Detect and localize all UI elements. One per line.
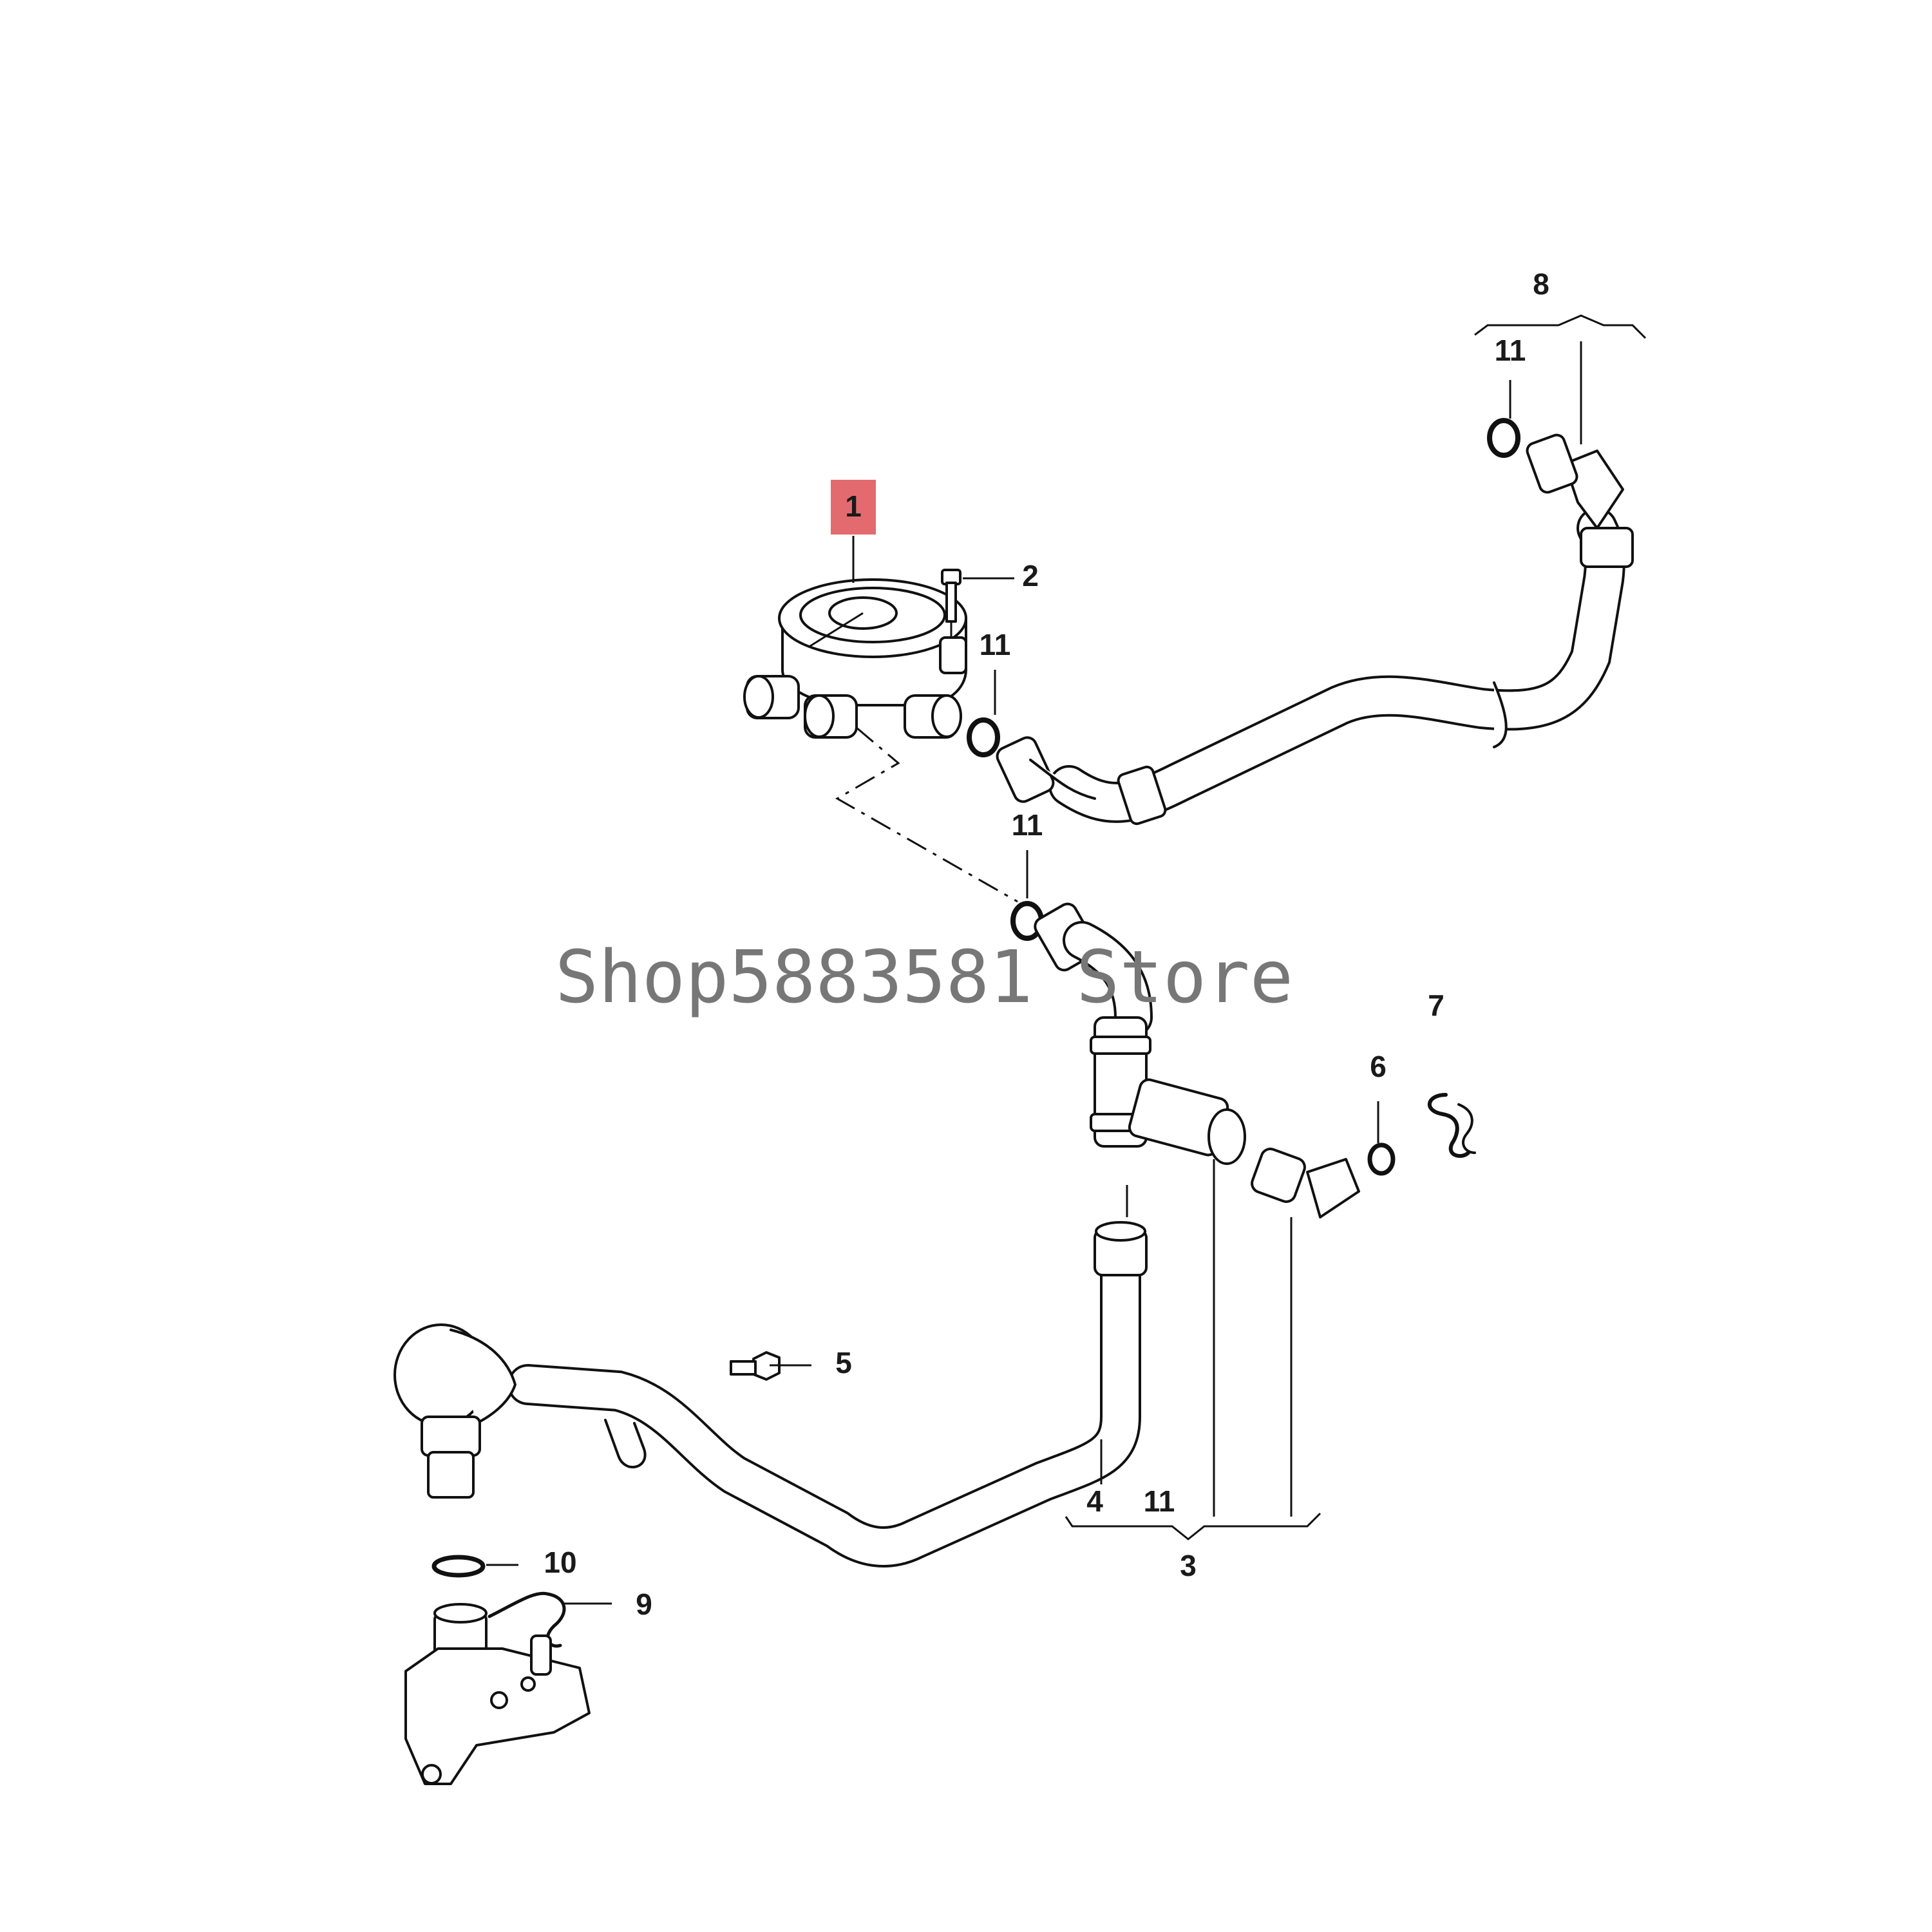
callout-10: 10 xyxy=(544,1546,576,1579)
callout-11-upper: 11 xyxy=(1495,334,1526,367)
upper-hose-connector xyxy=(996,736,1096,803)
callout-7: 7 xyxy=(1428,989,1444,1022)
callout-8: 8 xyxy=(1533,267,1549,301)
callout-6: 6 xyxy=(1370,1050,1387,1083)
o-ring-icon xyxy=(431,1555,486,1578)
clip-icon xyxy=(1428,1093,1470,1158)
o-ring-icon xyxy=(1487,418,1520,458)
callout-11-separator: 11 xyxy=(980,628,1011,661)
assembly-line xyxy=(835,726,1018,903)
thermostat-housing xyxy=(404,1603,591,1785)
oil-separator xyxy=(743,578,967,739)
callout-4: 4 xyxy=(1086,1484,1103,1518)
callout-1-highlight xyxy=(831,480,876,535)
upper-hose xyxy=(1048,433,1634,826)
clip-icon xyxy=(488,1591,566,1648)
callout-11-middle: 11 xyxy=(1012,808,1043,842)
bolt-icon xyxy=(730,1351,781,1381)
callout-5: 5 xyxy=(835,1346,852,1379)
leader-lines xyxy=(486,314,1647,1605)
callout-1: 1 xyxy=(845,489,862,523)
lower-hose xyxy=(393,1221,1148,1567)
callout-9: 9 xyxy=(636,1587,652,1621)
o-ring-icon xyxy=(967,717,1000,757)
watermark-text: Shop5883581 Store xyxy=(555,936,1293,1019)
callout-3: 3 xyxy=(1180,1549,1197,1582)
clip-icon xyxy=(1457,1103,1476,1154)
callout-11-lower: 11 xyxy=(1144,1484,1175,1518)
screw-icon xyxy=(941,569,961,638)
t-piece-assembly xyxy=(1034,902,1360,1218)
callout-2: 2 xyxy=(1022,559,1039,592)
o-ring-icon xyxy=(1367,1142,1396,1176)
